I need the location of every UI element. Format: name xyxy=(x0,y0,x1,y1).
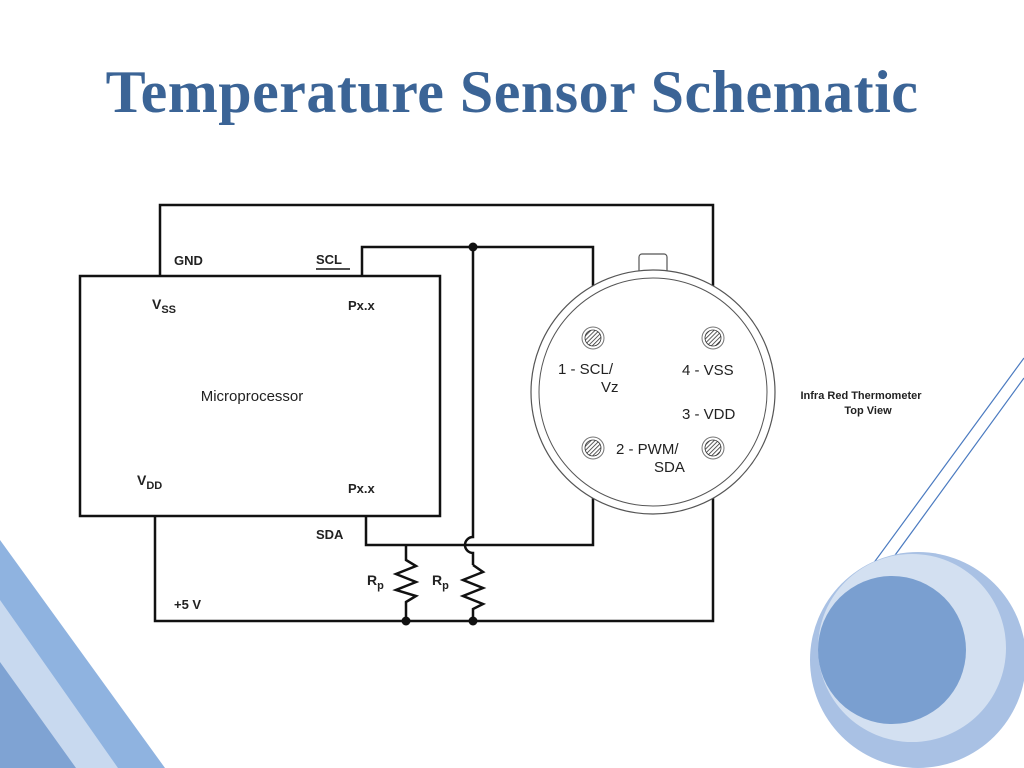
microprocessor-block xyxy=(78,274,442,518)
resistor-2-label: Rp xyxy=(432,572,449,592)
gnd-wire xyxy=(158,203,715,338)
sensor-inner-ring xyxy=(538,277,768,507)
gnd-label: GND xyxy=(174,253,203,268)
pin-1-label-line2: Vz xyxy=(601,379,619,396)
pin-3-pad xyxy=(704,439,722,457)
ir-thermometer-sensor xyxy=(530,253,776,515)
junction-r1 xyxy=(401,616,411,626)
vdd-pin-label: VDD xyxy=(137,472,162,492)
pin-4-label: 4 - VSS xyxy=(682,362,734,379)
sda-label: SDA xyxy=(316,527,344,542)
resistor-1-label: Rp xyxy=(367,572,384,592)
pin-3-label: 3 - VDD xyxy=(682,406,736,423)
sensor-pins xyxy=(581,326,725,460)
sensor-caption: Infra Red Thermometer xyxy=(800,390,922,402)
microprocessor-label: Microprocessor xyxy=(201,388,304,405)
slide-title: Temperature Sensor Schematic xyxy=(105,59,919,125)
decoration-bottom-left xyxy=(0,540,165,768)
pin-2-label-line2: SDA xyxy=(654,459,685,476)
resistor-1-symbol xyxy=(392,545,420,621)
sensor-caption-line2: Top View xyxy=(844,405,892,417)
pullup-bus-wire xyxy=(463,247,475,565)
vcc-wire xyxy=(153,448,715,623)
vss-pin-label: VSS xyxy=(152,296,176,316)
px-top-pin-label: Px.x xyxy=(348,298,376,313)
vcc-label: +5 V xyxy=(174,597,201,612)
pin-2-pad xyxy=(584,439,602,457)
junction-r2 xyxy=(468,616,478,626)
decoration-right xyxy=(810,357,1024,768)
pin-2-label: 2 - PWM/ xyxy=(616,441,679,458)
junctions xyxy=(401,242,478,626)
sensor-outer-ring xyxy=(530,269,776,515)
scl-label: SCL xyxy=(316,252,342,267)
pin-1-label: 1 - SCL/ xyxy=(558,361,614,378)
junction-scl xyxy=(468,242,478,252)
resistor-2-symbol xyxy=(459,563,487,621)
px-bottom-pin-label: Px.x xyxy=(348,481,376,496)
pin-1-pad xyxy=(584,329,602,347)
pin-4-pad xyxy=(704,329,722,347)
